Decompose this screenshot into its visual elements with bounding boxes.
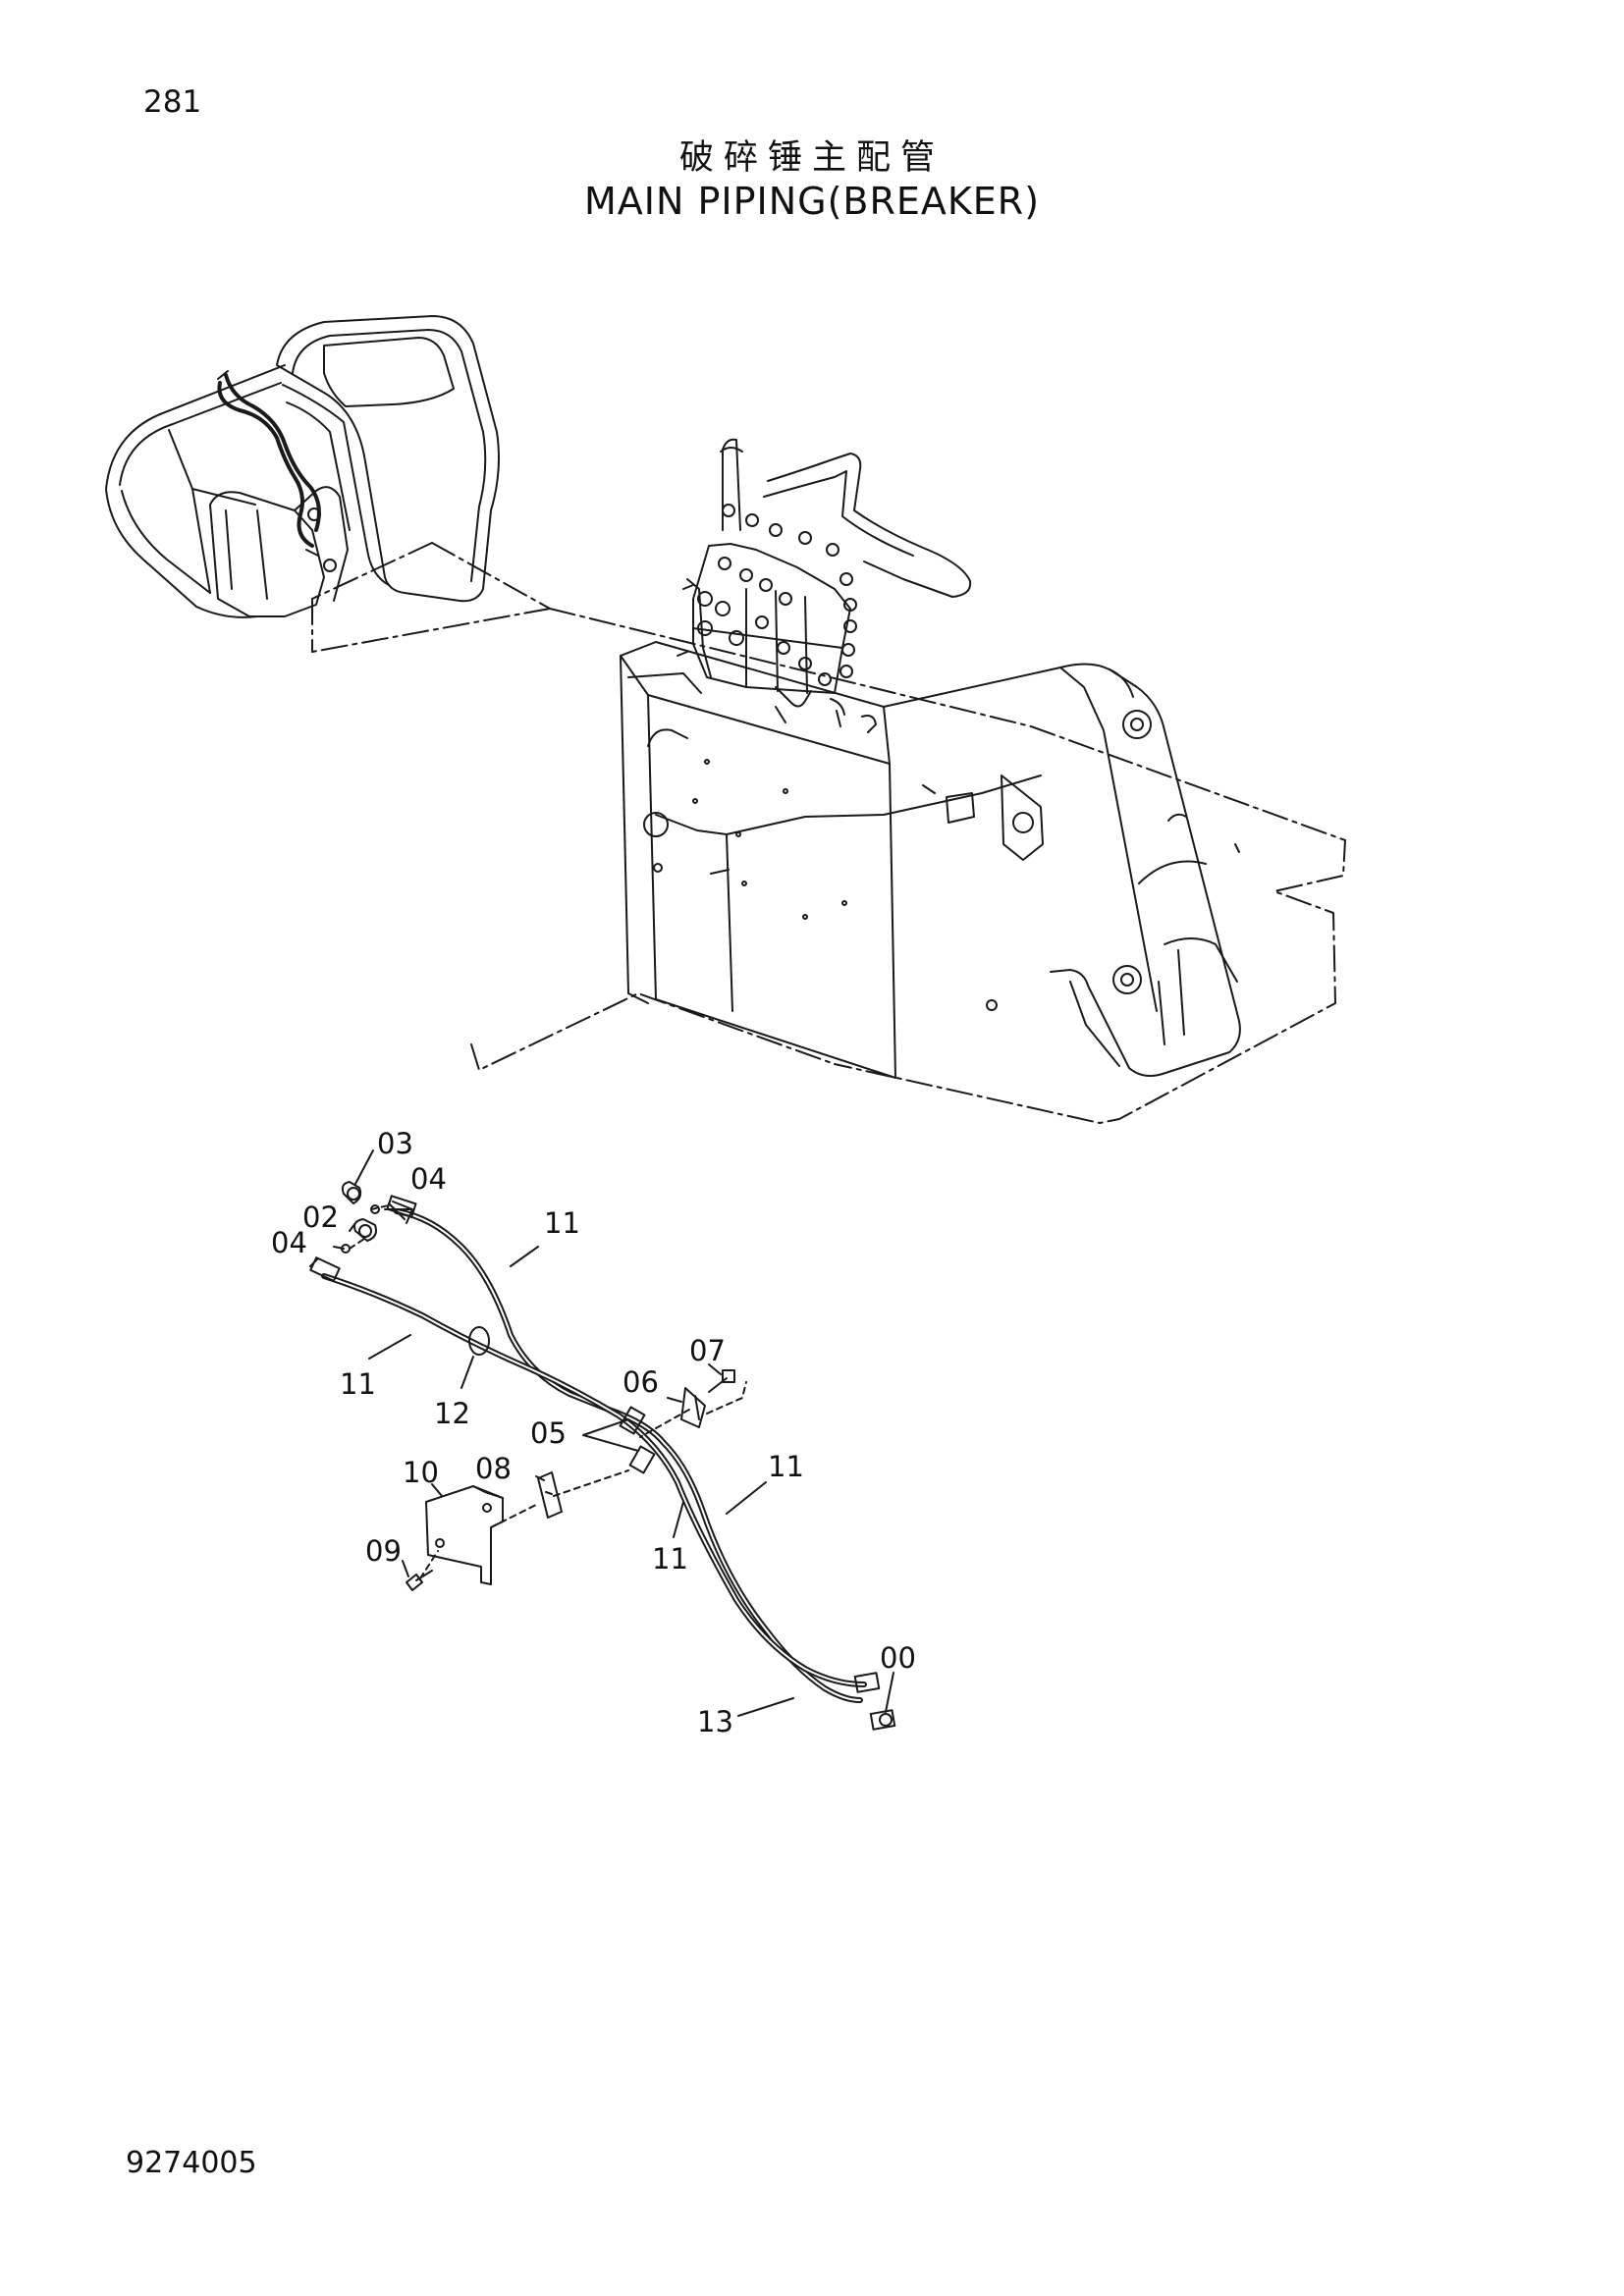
callout-11-left: 11 xyxy=(340,1367,376,1401)
callout-04-upper: 04 xyxy=(410,1162,447,1196)
callout-02: 02 xyxy=(302,1201,339,1234)
callout-00: 00 xyxy=(880,1641,916,1675)
page-number: 281 xyxy=(143,84,202,120)
part-callouts: 03 04 02 04 11 11 12 07 06 05 10 08 09 1… xyxy=(271,1127,916,1738)
callout-11-lower-left: 11 xyxy=(652,1542,688,1575)
callout-06: 06 xyxy=(623,1365,659,1399)
page-title-english: MAIN PIPING(BREAKER) xyxy=(583,180,1041,223)
callout-11-lower-right: 11 xyxy=(768,1450,804,1483)
machine-locator-illustration xyxy=(105,315,500,618)
page-title-chinese: 破碎锤主配管 xyxy=(678,138,945,178)
callout-04-lower: 04 xyxy=(271,1226,307,1259)
callout-03: 03 xyxy=(377,1127,413,1160)
callout-07: 07 xyxy=(689,1334,726,1367)
callout-08: 08 xyxy=(475,1452,512,1485)
swing-frame-illustration xyxy=(311,542,1346,1124)
callout-12: 12 xyxy=(434,1397,470,1430)
callout-11-upper: 11 xyxy=(544,1206,580,1240)
callout-10: 10 xyxy=(403,1456,439,1489)
callout-05: 05 xyxy=(530,1416,567,1450)
callout-13: 13 xyxy=(697,1705,733,1738)
breaker-hoses-illustration xyxy=(309,1149,896,1731)
control-valve-illustration xyxy=(677,438,972,875)
callout-09: 09 xyxy=(365,1534,402,1568)
document-code: 9274005 xyxy=(126,2146,257,2180)
